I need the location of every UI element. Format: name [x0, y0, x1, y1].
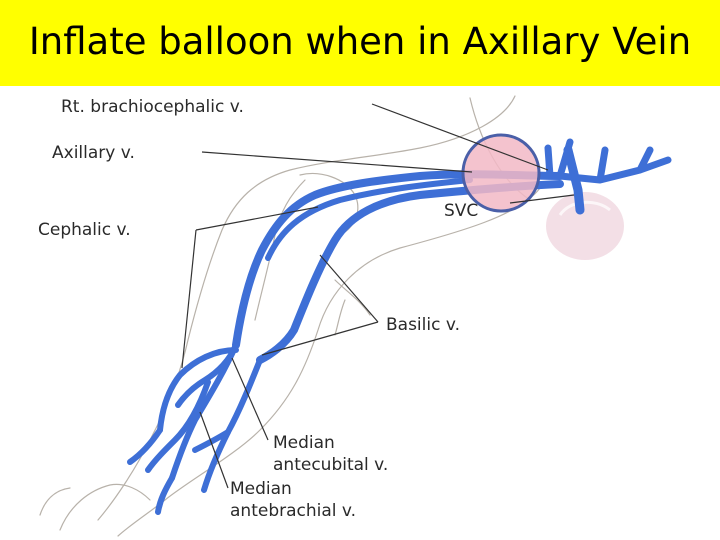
leader-median-antebrachial — [199, 411, 229, 489]
leader-cephalic-2 — [181, 229, 197, 369]
forearm-vein-4 — [145, 379, 211, 473]
balloon-marker — [461, 133, 541, 213]
svc-vein — [563, 145, 585, 215]
label-median-antebrachial-line2: antebrachial v. — [230, 501, 356, 521]
leader-cephalic-1 — [195, 206, 319, 231]
label-svc: SVC — [444, 201, 478, 221]
arm-outline-bottom — [117, 187, 541, 537]
leader-axillary — [201, 151, 473, 173]
hand-sketch — [39, 483, 151, 531]
cephalic-vein — [265, 177, 473, 261]
leader-lines — [181, 103, 575, 489]
title-bar: Inflate balloon when in Axillary Vein — [0, 0, 720, 86]
leader-basilic-1 — [319, 254, 379, 323]
forearm-vein-1 — [169, 342, 239, 481]
elbow-sketch — [334, 279, 371, 336]
label-axillary: Axillary v. — [52, 143, 135, 163]
label-cephalic: Cephalic v. — [38, 220, 131, 240]
leader-basilic-2 — [261, 321, 379, 356]
arm-outline — [39, 95, 541, 537]
forearm-vein-7 — [127, 427, 163, 465]
veins — [127, 138, 672, 515]
leader-median-antecubital — [231, 357, 269, 441]
forearm-vein-5 — [192, 429, 231, 453]
forearm-vein-2 — [201, 357, 263, 493]
label-median-antebrachial-line1: Median — [230, 479, 292, 499]
leader-rt-brachiocephalic — [371, 103, 549, 171]
label-rt-brachiocephalic: Rt. brachiocephalic v. — [61, 97, 244, 117]
label-median-antecubital-line1: Median — [273, 433, 335, 453]
label-basilic: Basilic v. — [386, 315, 460, 335]
forearm-vein-6 — [155, 475, 175, 515]
label-median-antecubital-line2: antecubital v. — [273, 455, 388, 475]
heart — [546, 192, 624, 260]
forearm-vein-3 — [157, 347, 239, 433]
balloon-circle — [461, 133, 541, 213]
leader-svc — [509, 194, 575, 204]
slide-title: Inflate balloon when in Axillary Vein — [28, 20, 692, 63]
brachiocephalic-branches — [544, 138, 672, 184]
